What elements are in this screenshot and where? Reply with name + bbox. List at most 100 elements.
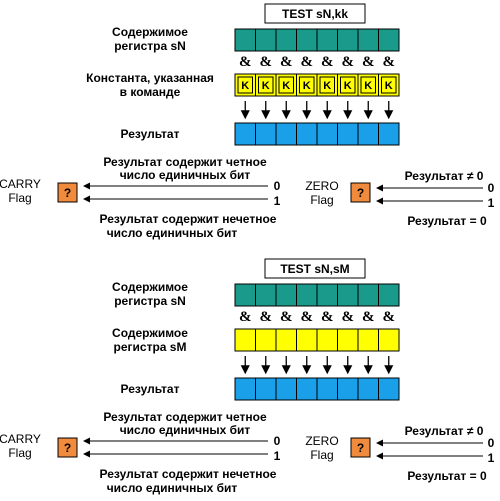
constant-bit-label: K [262,80,270,92]
register-sn-bit-cell [337,28,359,52]
operand-bit-cell [316,328,338,352]
register-sn-bit-cell [234,28,256,52]
result-bit-cell [337,122,359,146]
row2-label-line1: Константа, указанная [86,71,214,85]
carry-flag-label-line2: Flag [8,191,31,205]
zero-flag-label-line1: ZERO [305,179,338,193]
and-operator: & [362,54,375,70]
carry-odd-text-line2: число единичных бит [107,481,238,495]
register-sn-bit-cell [296,283,318,307]
zero-flag-label-line1: ZERO [305,434,338,448]
and-operator: & [301,54,314,70]
register-sn-bit-cell [316,28,338,52]
operand-bit-cell [255,328,277,352]
zero-flag-box [350,182,371,203]
result-bit-cell [296,377,318,401]
carry-even-text-line1: Результат содержит четное [103,410,267,424]
constant-bit-label: K [241,80,249,92]
register-sn-bit-cell [316,283,338,307]
carry-value-bottom: 1 [274,449,281,463]
row2-label-line2: регистра sM [114,340,187,354]
row1-label-line2: регистра sN [114,39,186,53]
instruction-title: TEST sN,kk [282,7,348,21]
operand-bit-cell [275,328,297,352]
zero-flag-box [350,437,371,458]
register-sn-bit-cell [275,283,297,307]
result-bit-cell [316,377,338,401]
register-sn-bit-cell [296,28,318,52]
zero-zero-text: Результат = 0 [407,469,487,483]
register-sn-bit-cell [378,28,400,52]
and-operator: & [383,54,396,70]
carry-even-text-line2: число единичных бит [120,168,251,182]
result-bit-cell [234,377,256,401]
carry-even-text-line2: число единичных бит [120,423,251,437]
instruction-box [264,3,366,24]
instruction-title: TEST sN,sM [280,262,349,276]
result-label: Результат [121,382,180,396]
zero-nonzero-text: Результат ≠ 0 [405,169,484,183]
zero-zero-text: Результат = 0 [407,214,487,228]
carry-value-bottom: 1 [274,194,281,208]
row2-label-line2: в команде [120,85,181,99]
carry-odd-text-line1: Результат содержит нечетное [100,212,277,226]
and-operator: & [321,309,334,325]
and-operator: & [321,54,334,70]
operand-bit-cell [296,328,318,352]
carry-flag-label-line1: CARRY [0,432,41,446]
carry-odd-text-line1: Результат содержит нечетное [100,467,277,481]
zero-flag-value: ? [357,441,364,455]
row1-label-line2: регистра sN [114,294,186,308]
zero-value-bottom: 1 [488,196,495,210]
and-operator: & [383,309,396,325]
and-operator: & [280,309,293,325]
and-operator: & [342,54,355,70]
carry-flag-box [57,437,78,458]
constant-bit-label: K [303,80,311,92]
constant-bit-label: K [282,80,290,92]
row2-label-line1: Содержимое [112,326,188,340]
register-sn-bit-cell [255,283,277,307]
register-sn-bit-cell [337,283,359,307]
zero-value-top: 0 [488,436,495,450]
result-bit-cell [316,122,338,146]
result-bit-cell [275,122,297,146]
carry-flag-value: ? [64,186,71,200]
and-operator: & [342,309,355,325]
result-bit-cell [378,377,400,401]
operand-bit-cell [234,328,256,352]
carry-flag-label-line1: CARRY [0,177,41,191]
result-bit-cell [255,122,277,146]
row1-label-line1: Содержимое [112,25,188,39]
operand-bit-cell [337,328,359,352]
and-operator: & [239,309,252,325]
result-bit-cell [357,377,379,401]
register-sn-bit-cell [275,28,297,52]
and-operator: & [280,54,293,70]
row1-label-line1: Содержимое [112,280,188,294]
result-bit-cell [275,377,297,401]
constant-bit-label: K [385,80,393,92]
zero-nonzero-text: Результат ≠ 0 [405,424,484,438]
constant-bit-label: K [364,80,372,92]
zero-flag-label-line2: Flag [310,448,333,462]
result-bit-cell [234,122,256,146]
result-bit-cell [337,377,359,401]
and-operator: & [362,309,375,325]
carry-flag-value: ? [64,441,71,455]
carry-value-top: 0 [274,434,281,448]
carry-flag-label-line2: Flag [8,446,31,460]
carry-value-top: 0 [274,179,281,193]
constant-bit-label: K [344,80,352,92]
register-sn-bit-cell [357,28,379,52]
zero-flag-label-line2: Flag [310,193,333,207]
instruction-box [264,258,366,279]
and-operator: & [301,309,314,325]
carry-flag-box [57,182,78,203]
operand-bit-cell [378,328,400,352]
zero-value-top: 0 [488,181,495,195]
zero-flag-value: ? [357,186,364,200]
